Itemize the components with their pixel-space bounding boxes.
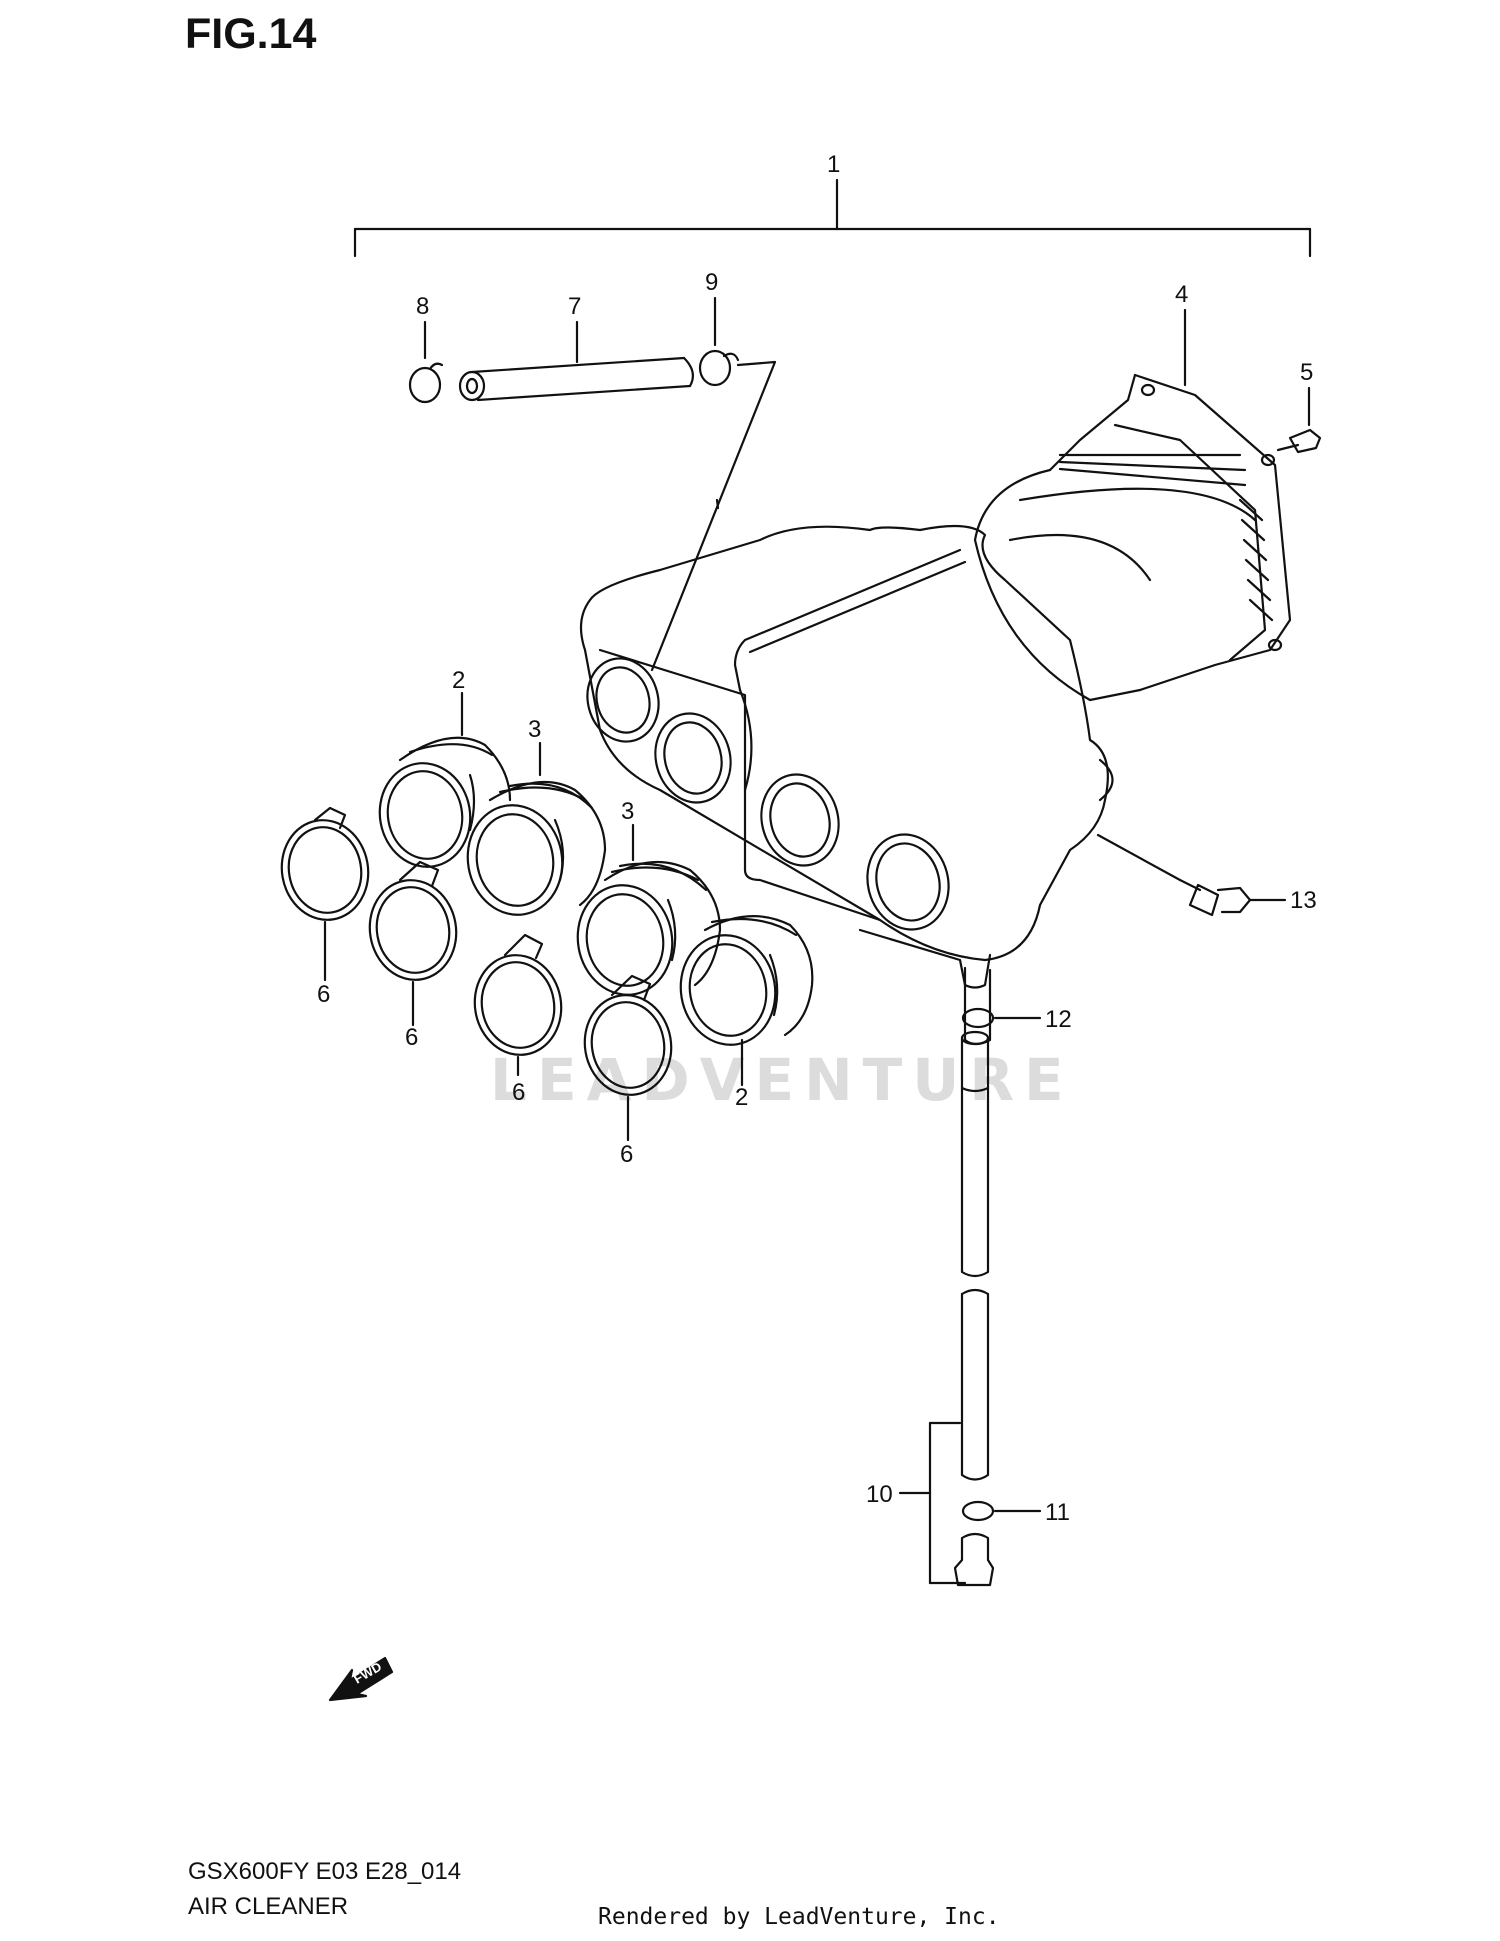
screw-part-5	[1276, 386, 1322, 454]
part-label-6-a: 6	[317, 981, 330, 1008]
bolt-part-13	[1178, 878, 1287, 917]
clamp-part-6-d	[583, 974, 673, 1142]
part-label-3-upper: 3	[528, 716, 541, 743]
clamp-part-6-c	[473, 933, 563, 1077]
part-label-5: 5	[1300, 359, 1313, 386]
diagram-code: GSX600FY E03 E28_014	[188, 1858, 462, 1885]
part-label-2-lower: 2	[735, 1084, 748, 1111]
clip-part-9	[650, 296, 777, 672]
assembly-bracket	[353, 178, 1312, 258]
hose-part-7	[458, 320, 695, 402]
part-label-10: 10	[866, 1481, 893, 1508]
intake-boot-part-3-lower	[576, 823, 722, 996]
part-label-1: 1	[827, 151, 840, 178]
drain-plug	[953, 1532, 995, 1587]
part-label-6-b: 6	[405, 1024, 418, 1051]
part-label-3-lower: 3	[621, 798, 634, 825]
clamp-part-6-b	[368, 860, 458, 1027]
clip-part-8	[408, 320, 444, 404]
figure-title: FIG.14	[185, 10, 317, 58]
clip-part-12	[961, 1007, 1042, 1029]
intake-boot-part-2-upper	[378, 691, 512, 868]
part-label-11: 11	[1045, 1499, 1070, 1526]
part-label-9: 9	[705, 269, 718, 296]
part-label-12: 12	[1045, 1006, 1072, 1033]
part-label-4: 4	[1175, 281, 1188, 308]
part-label-8: 8	[416, 293, 429, 320]
forward-arrow-icon: FWD	[328, 1656, 394, 1702]
diagram-name: AIR CLEANER	[188, 1893, 349, 1920]
part-label-6-d: 6	[620, 1141, 633, 1168]
part-label-2-upper: 2	[452, 667, 465, 694]
intake-boot-part-2-lower	[679, 915, 814, 1087]
part-label-7: 7	[568, 293, 581, 320]
rendered-by-credit: Rendered by LeadVenture, Inc.	[598, 1904, 1000, 1930]
part-label-13: 13	[1290, 887, 1317, 914]
clip-part-11	[961, 1500, 1042, 1522]
intake-boot-part-3-upper	[466, 741, 607, 916]
watermark-text: LEADVENTURE	[490, 1046, 1074, 1114]
part-label-6-c: 6	[512, 1079, 525, 1106]
filter-element-part-4	[973, 308, 1292, 702]
clamp-part-6-a	[280, 806, 370, 982]
drain-hose-part-10	[898, 1030, 990, 1585]
air-cleaner-case	[579, 524, 1182, 1046]
